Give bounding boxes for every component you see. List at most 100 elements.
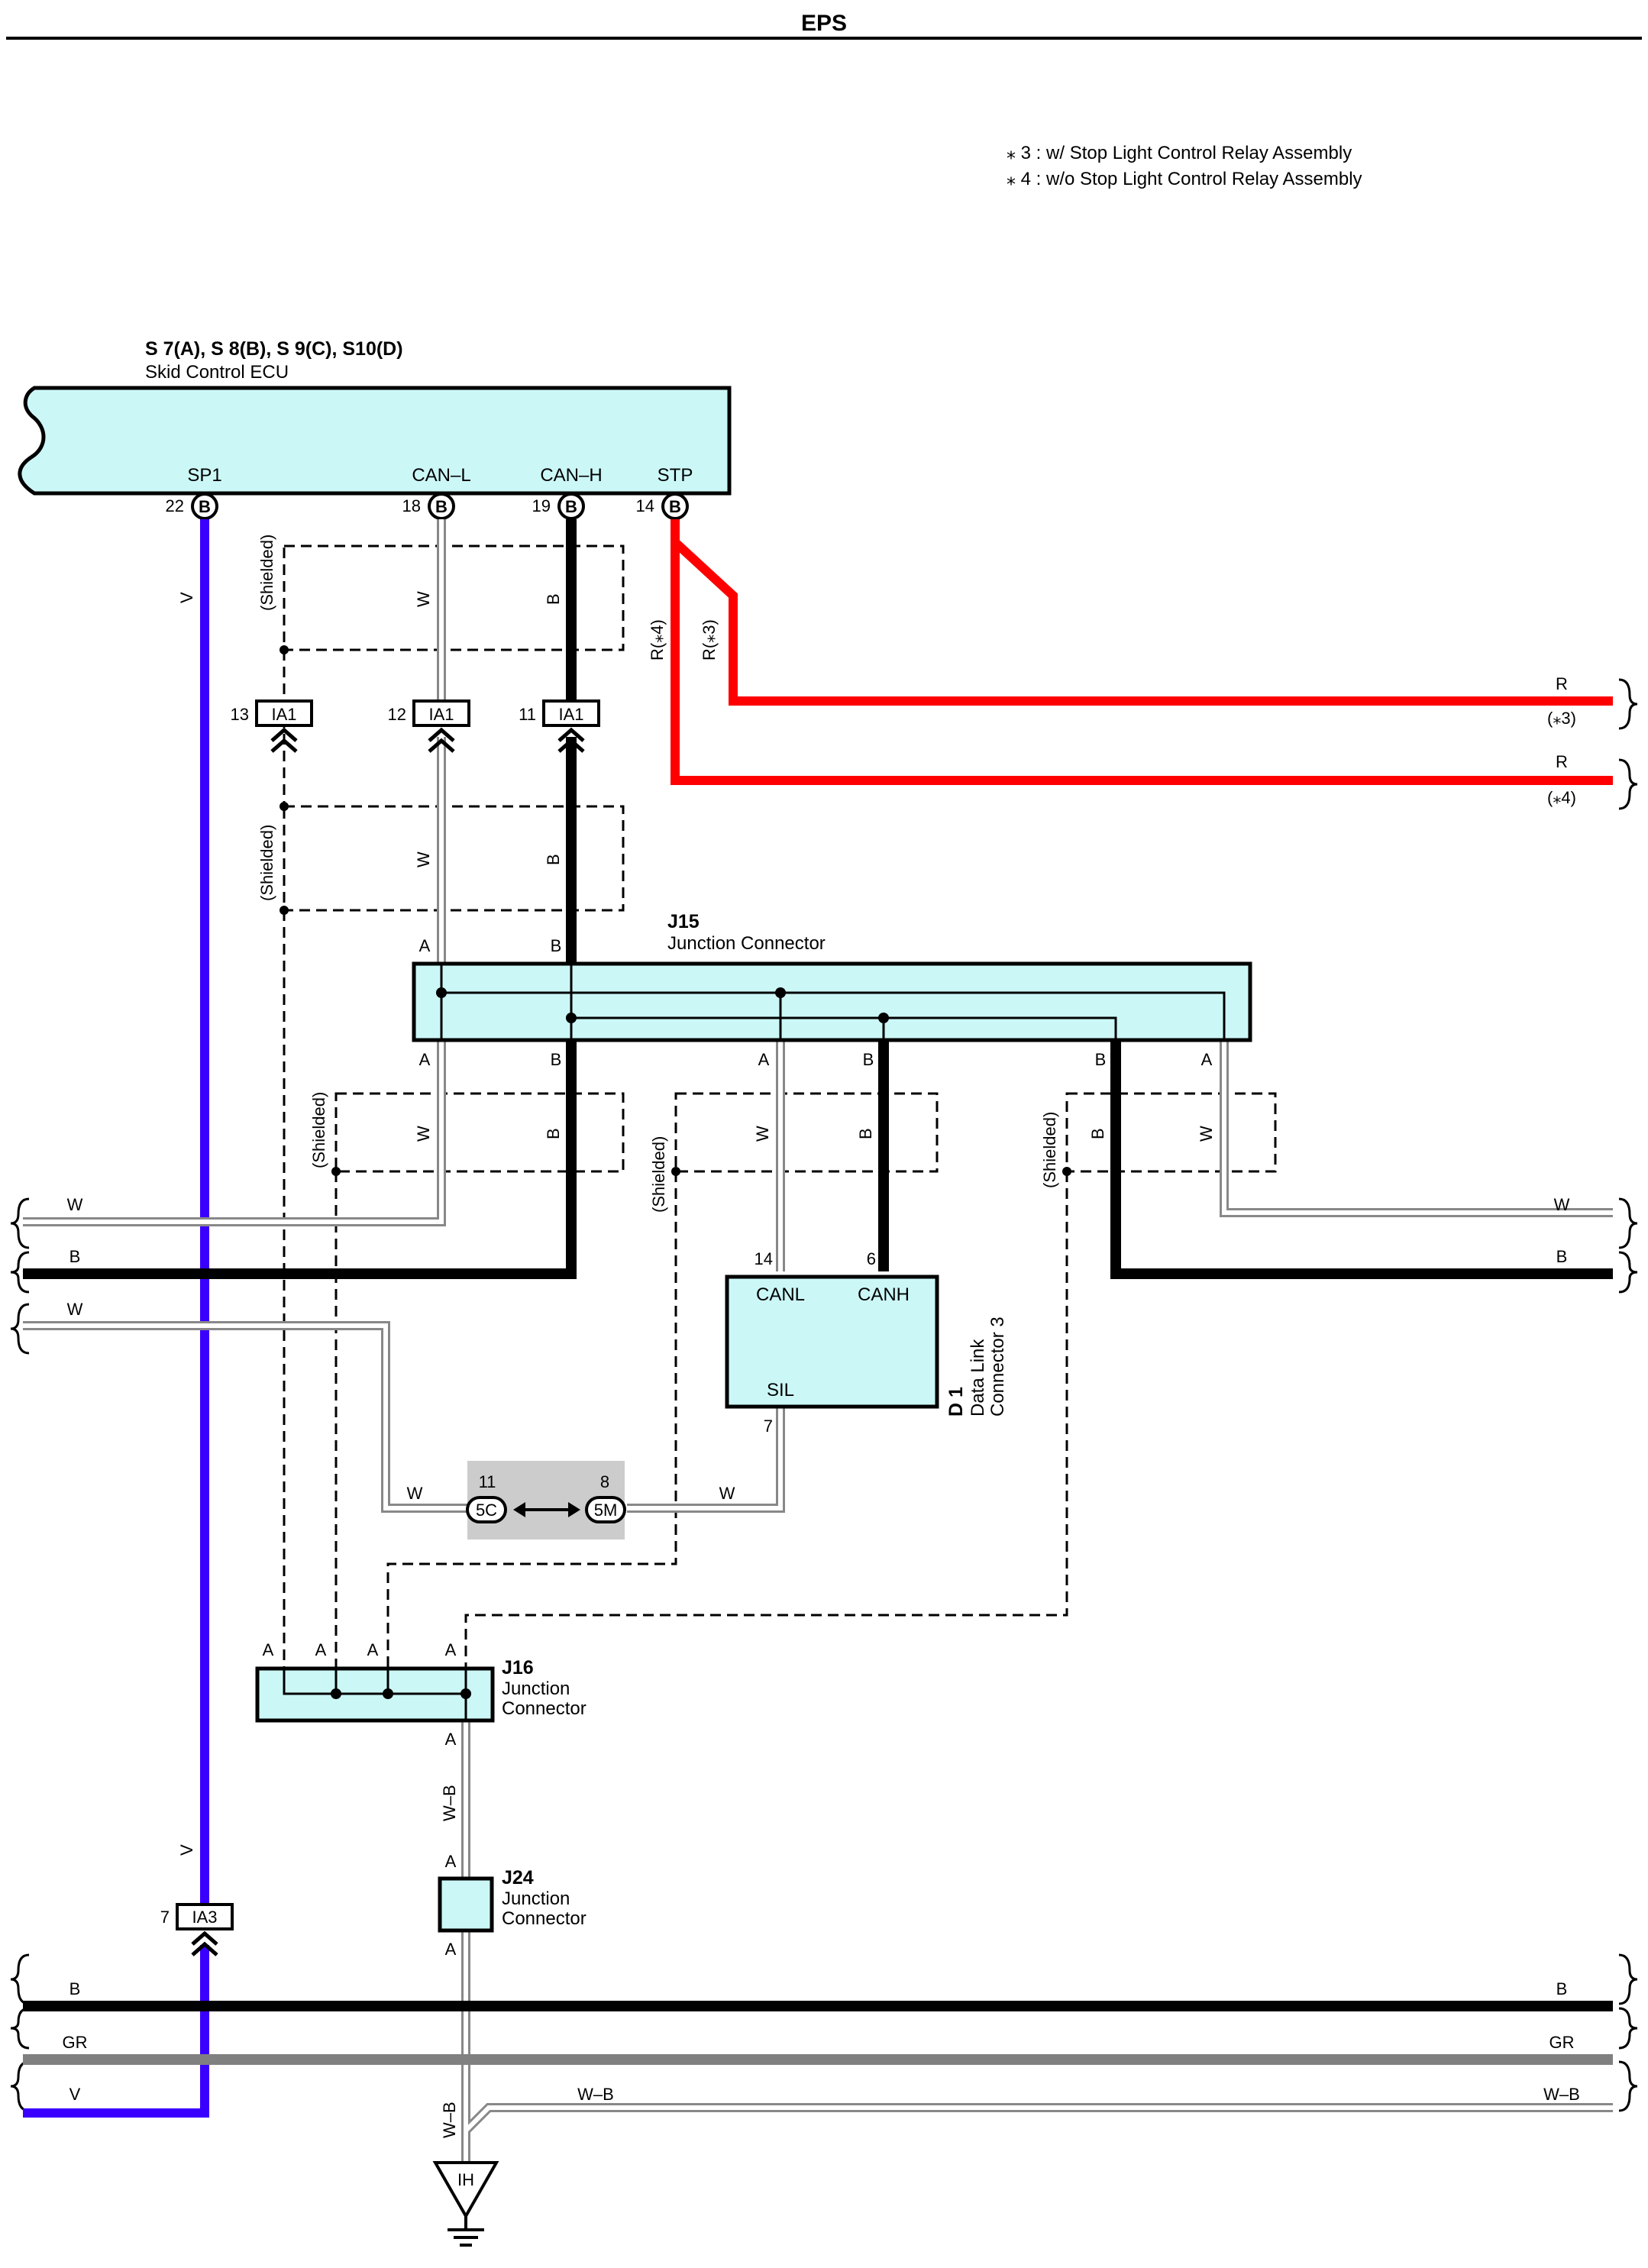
wire-label-w: W	[753, 1126, 772, 1142]
shield-drain-dots	[280, 645, 1071, 1176]
shield-box-4	[674, 1092, 939, 1173]
wire-label-b: B	[544, 593, 563, 605]
wire-label-v: V	[177, 592, 196, 603]
wire-label-gr: GR	[1549, 2033, 1575, 2052]
pin-number: 7	[160, 1908, 170, 1927]
ecu-terminal-can-l: CAN–L	[412, 465, 470, 486]
j15-pin-a: A	[1201, 1050, 1213, 1069]
wire-label-v: V	[69, 2085, 81, 2104]
j15-pin-a-top: A	[419, 936, 431, 955]
shielded-label: (Shielded)	[257, 535, 276, 611]
j15-box	[412, 961, 1252, 1042]
j16-pin-a-bottom: A	[445, 1730, 457, 1749]
note-3: ⁎ 3 : w/ Stop Light Control Relay Assemb…	[1007, 143, 1352, 163]
j15-junction-dots	[436, 987, 889, 1023]
wire-label-note3: (⁎3)	[1547, 709, 1576, 728]
pin-number: 18	[402, 496, 421, 515]
j16-pin-a: A	[445, 1640, 457, 1659]
connector-label: IA1	[558, 705, 583, 724]
ecu-connector-ids: S 7(A), S 8(B), S 9(C), S10(D)	[145, 338, 403, 360]
connector-label: IA1	[271, 705, 296, 724]
d1-name-line2: Connector 3	[987, 1317, 1008, 1417]
ecu-pin-22: 22 B	[166, 493, 218, 520]
ground-symbol: IH	[432, 2161, 499, 2247]
j24-name-line2: Connector	[502, 1908, 586, 1929]
j24-pin-a-top: A	[445, 1852, 457, 1871]
joint-left-code: 5C	[476, 1501, 497, 1520]
wire-label-w: W	[719, 1484, 735, 1503]
joint-connector: 11 8 5C 5M	[466, 1461, 626, 1539]
j15-pin-b: B	[1095, 1050, 1107, 1069]
j16-pin-a: A	[263, 1640, 274, 1659]
j24-id: J24	[502, 1867, 534, 1888]
wire-label-w: W	[407, 1484, 423, 1503]
wire-label-r: R	[1556, 674, 1568, 693]
wire-label-w: W	[1197, 1126, 1216, 1142]
pin-number: 19	[532, 496, 551, 515]
wire-label-w-b: W–B	[577, 2085, 614, 2104]
wire-label-b: B	[544, 1128, 563, 1139]
ecu-terminal-can-h: CAN–H	[540, 465, 602, 486]
ecu-terminal-stp: STP	[658, 465, 693, 486]
shield-box-2	[283, 805, 625, 912]
wire-w-b-ground	[461, 1718, 1613, 2161]
wire-label-b: B	[1556, 1247, 1568, 1266]
joint-left-pin: 11	[479, 1472, 496, 1491]
connector-ia1-12: 12 IA1	[388, 699, 470, 753]
joint-right-pin: 8	[600, 1472, 609, 1491]
j15-pin-b-top: B	[551, 936, 562, 955]
d1-pin-canh: 6	[867, 1249, 876, 1268]
wire-violet-bottom	[23, 1945, 209, 2118]
j15-pin-b: B	[863, 1050, 874, 1069]
ecu-pin-18: 18 B	[402, 493, 455, 520]
wire-label-w: W	[414, 851, 433, 867]
j15-internal-bus	[440, 964, 1226, 1040]
wire-label-note4: (⁎4)	[1547, 788, 1576, 807]
pin-connector-letter: B	[435, 497, 448, 516]
wires-red	[671, 519, 1613, 785]
wire-label-b: B	[69, 1979, 81, 1998]
wire-label-r: R	[1556, 752, 1568, 771]
wire-label-b: B	[1556, 1979, 1568, 1998]
wires-black	[23, 519, 1613, 1279]
wire-label-b: B	[69, 1247, 81, 1266]
wire-label-r4: R(⁎4)	[648, 619, 667, 661]
connector-ia3: 7 IA3	[160, 1903, 234, 1956]
pin-connector-letter: B	[565, 497, 577, 516]
d1-terminal-canh: CANH	[858, 1284, 910, 1305]
wire-label-w-b: W–B	[440, 1785, 459, 1821]
connector-ia1-13: 13 IA1	[231, 699, 313, 753]
pin-number: 14	[636, 496, 654, 515]
connector-label: IA3	[192, 1908, 217, 1927]
j24-box	[438, 1876, 494, 1933]
j24-pin-a-bottom: A	[445, 1940, 457, 1959]
page-title: EPS	[801, 11, 847, 36]
wire-label-w: W	[414, 1126, 433, 1142]
wire-label-b: B	[856, 1128, 875, 1139]
j16-id: J16	[502, 1657, 534, 1678]
wire-label-w: W	[414, 591, 433, 607]
shielded-label: (Shielded)	[309, 1092, 328, 1168]
connector-ia1-11: 11 IA1	[519, 699, 600, 753]
j16-name-line2: Connector	[502, 1698, 586, 1719]
j16-internal-bus	[283, 1669, 467, 1720]
d1-terminal-canl: CANL	[756, 1284, 805, 1305]
joint-right-code: 5M	[594, 1501, 618, 1520]
shield-boxes	[283, 544, 1277, 1691]
j16-name-line1: Junction	[502, 1678, 570, 1699]
d1-name-line1: Data Link	[968, 1339, 988, 1417]
d1-pin-sil: 7	[764, 1417, 773, 1436]
j16-junction-dots	[331, 1688, 471, 1699]
j15-pin-a: A	[419, 1050, 431, 1069]
wire-label-w-b: W–B	[1543, 2085, 1580, 2104]
pin-number: 22	[166, 496, 184, 515]
note-4: ⁎ 4 : w/o Stop Light Control Relay Assem…	[1007, 169, 1362, 189]
pin-number: 11	[519, 705, 536, 724]
ecu-pin-19: 19 B	[532, 493, 585, 520]
j16-pin-a: A	[367, 1640, 379, 1659]
j15-pin-a: A	[758, 1050, 770, 1069]
j15-id: J15	[667, 911, 700, 932]
j16-pin-a: A	[315, 1640, 327, 1659]
pin-number: 12	[388, 705, 406, 724]
